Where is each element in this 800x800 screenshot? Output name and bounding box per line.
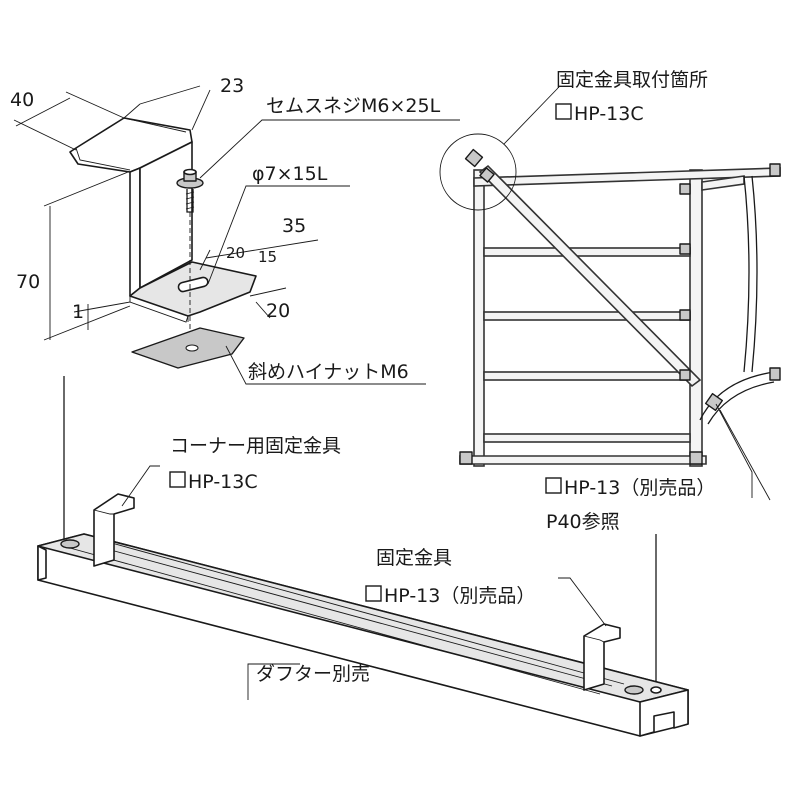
- bracket-slot: [177, 276, 209, 293]
- left-rail: [473, 169, 485, 467]
- corner-fitting: [93, 493, 135, 567]
- duct-end-profile: [639, 689, 689, 737]
- duct-label: ダフター別売: [256, 663, 370, 685]
- dim-depth-label: 23: [220, 75, 244, 97]
- side-code-checkbox: [545, 477, 562, 494]
- dim-slot-b-label: 15: [258, 248, 277, 266]
- hole-label: φ7×15L: [252, 163, 328, 185]
- corner-fitting-title: コーナー用固定金具: [170, 435, 341, 457]
- nut-label: 斜めハイナットM6: [248, 361, 409, 383]
- dim-width-label: 40: [10, 89, 34, 111]
- right-rail: [689, 169, 703, 467]
- screw-icon: [176, 168, 204, 213]
- bracket-detail: 40 23 70 1 35 20 15 20 セムスネジM6×25L φ7×15…: [10, 75, 460, 385]
- fitting-checkbox: [365, 585, 382, 602]
- install-side-code: HP-13（別売品）: [564, 477, 715, 499]
- corner-fitting-code: HP-13C: [188, 471, 258, 493]
- dim-slot-c-label: 20: [266, 300, 290, 322]
- bracket-web: [129, 167, 141, 297]
- screw-label: セムスネジM6×25L: [266, 95, 441, 117]
- install-view: 固定金具取付箇所 HP-13C HP-13（別売品） P40参照: [439, 69, 781, 533]
- install-reference: P40参照: [546, 511, 620, 533]
- rung: [483, 433, 691, 443]
- install-title: 固定金具取付箇所: [556, 69, 708, 91]
- fitting: [583, 623, 621, 691]
- dim-height-label: 70: [16, 271, 40, 293]
- install-code-checkbox: [555, 103, 572, 120]
- fitting-code: HP-13（別売品）: [384, 585, 535, 607]
- duct-assembly: コーナー用固定金具 HP-13C 固定金具 HP-13（別売品） ダフター別売: [37, 376, 689, 737]
- dim-slot-width-label: 35: [282, 215, 306, 237]
- bottom-rail: [459, 455, 707, 465]
- dim-thickness-label: 1: [72, 301, 84, 323]
- rung: [483, 311, 691, 321]
- dim-slot-a-label: 20: [226, 244, 245, 262]
- diagonal-brace: [478, 164, 702, 388]
- hp13-fitting-marker: [704, 392, 724, 412]
- corner-fitting-checkbox: [169, 471, 186, 488]
- rung: [483, 371, 691, 381]
- fitting-title: 固定金具: [376, 547, 452, 569]
- highlight-circle: [439, 133, 517, 211]
- install-code: HP-13C: [574, 103, 644, 125]
- rung: [483, 247, 691, 257]
